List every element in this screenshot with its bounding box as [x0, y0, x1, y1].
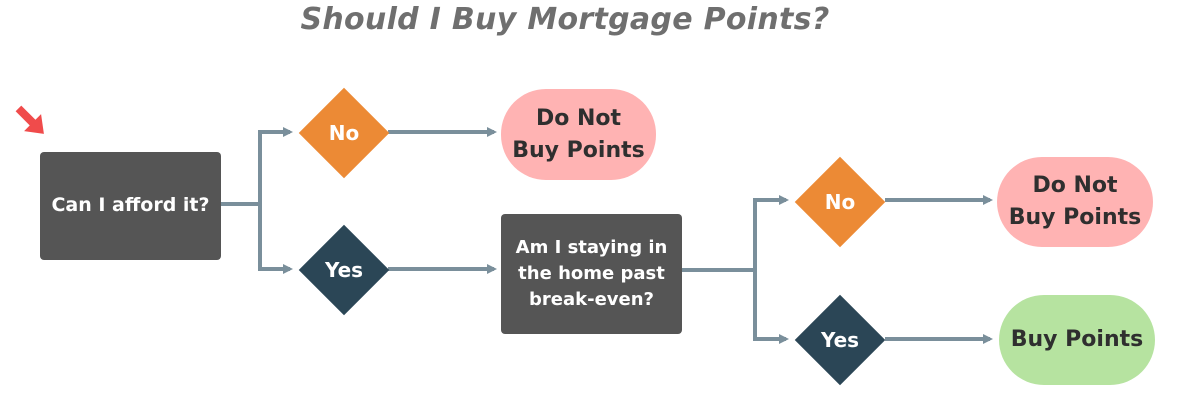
q1-no-label: No [328, 121, 360, 145]
q2-yes-outcome-label: Buy Points [1010, 327, 1144, 353]
diagram-title: Should I Buy Mortgage Points? [300, 2, 830, 37]
q2-yes-diamond: Yes [794, 294, 886, 386]
q2-yes-label: Yes [820, 328, 860, 352]
start-arrow-icon [15, 105, 44, 134]
q1-yes-diamond: Yes [298, 224, 390, 316]
q2-branch-connector [682, 195, 789, 272]
q1-no-diamond: No [298, 87, 390, 179]
q2-no-diamond: No [794, 156, 886, 248]
q1-branch-connector [220, 127, 293, 206]
q2-yes-connector [753, 270, 789, 344]
q1-yes-connector [258, 204, 293, 274]
q2-no-outcome: Do Not Buy Points [997, 157, 1153, 247]
q2-no-outcome-label: Do Not Buy Points [1008, 173, 1142, 230]
q1-no-outcome: Do Not Buy Points [501, 89, 656, 180]
q2-no-label: No [824, 190, 856, 214]
question-afford-box: Can I afford it? [40, 152, 221, 260]
question-staying-box: Am I staying in the home past break-even… [501, 214, 682, 334]
q2-yes-outcome: Buy Points [999, 295, 1155, 385]
q1-no-outcome-label: Do Not Buy Points [512, 105, 645, 163]
question-afford-label: Can I afford it? [51, 194, 210, 217]
q1-yes-label: Yes [324, 258, 364, 282]
question-staying-label: Am I staying in the home past break-even… [515, 236, 668, 311]
